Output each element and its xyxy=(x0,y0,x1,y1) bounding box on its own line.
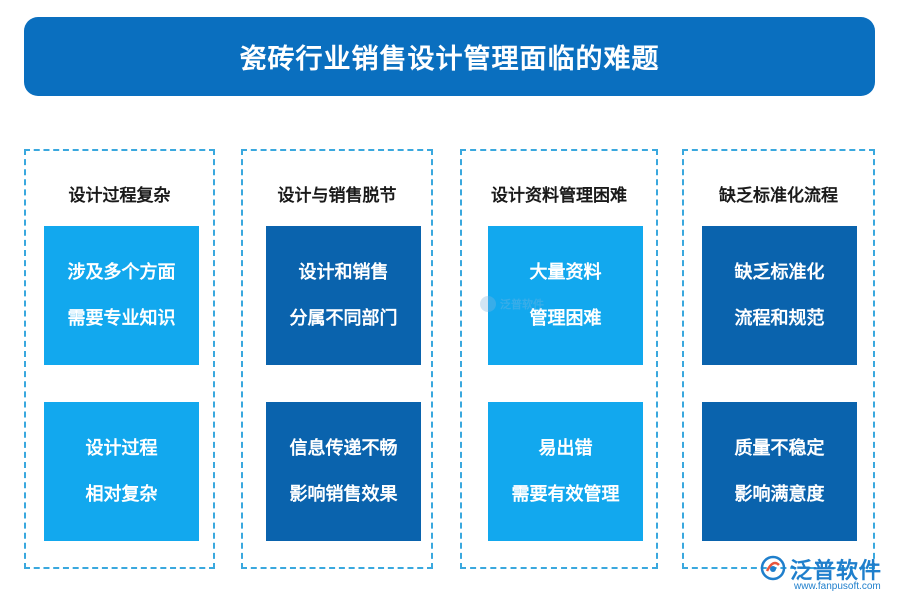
logo-name: 泛普软件 xyxy=(790,559,883,584)
problem-card: 缺乏标准化 流程和规范 xyxy=(702,226,857,365)
problem-card: 易出错 需要有效管理 xyxy=(488,402,643,541)
column-design-sales-gap: 设计与销售脱节 设计和销售 分属不同部门 信息传递不畅 影响销售效果 xyxy=(241,149,433,569)
company-logo: 泛普软件 www.fanpusoft.com xyxy=(760,551,890,595)
fanpu-logo-icon xyxy=(760,555,786,581)
card-line: 分属不同部门 xyxy=(289,307,398,329)
card-line: 相对复杂 xyxy=(85,483,158,505)
problem-card: 大量资料 管理困难 xyxy=(488,226,643,365)
problem-card: 信息传递不畅 影响销售效果 xyxy=(266,402,421,541)
watermark-icon xyxy=(480,296,496,312)
watermark: 泛普软件 xyxy=(480,296,544,312)
page-title: 瓷砖行业销售设计管理面临的难题 xyxy=(239,44,660,75)
card-line: 需要专业知识 xyxy=(67,307,176,329)
column-lack-of-standards: 缺乏标准化流程 缺乏标准化 流程和规范 质量不稳定 影响满意度 xyxy=(682,149,875,569)
card-line: 需要有效管理 xyxy=(511,483,620,505)
card-line: 涉及多个方面 xyxy=(67,261,176,283)
column-title: 缺乏标准化流程 xyxy=(719,186,838,206)
problem-card: 涉及多个方面 需要专业知识 xyxy=(44,226,199,365)
problem-card: 质量不稳定 影响满意度 xyxy=(702,402,857,541)
problem-card: 设计和销售 分属不同部门 xyxy=(266,226,421,365)
card-line: 缺乏标准化 xyxy=(734,261,825,283)
card-line: 易出错 xyxy=(538,437,593,459)
column-title: 设计与销售脱节 xyxy=(277,186,397,206)
card-line: 影响销售效果 xyxy=(289,483,398,505)
column-design-data-management: 设计资料管理困难 大量资料 管理困难 易出错 需要有效管理 xyxy=(460,149,658,569)
card-line: 质量不稳定 xyxy=(734,437,825,459)
title-banner: 瓷砖行业销售设计管理面临的难题 xyxy=(24,17,875,96)
card-line: 信息传递不畅 xyxy=(289,437,398,459)
card-line: 影响满意度 xyxy=(734,483,825,505)
watermark-text: 泛普软件 xyxy=(500,298,544,311)
card-line: 设计和销售 xyxy=(298,261,389,283)
card-line: 管理困难 xyxy=(529,307,602,329)
column-design-complexity: 设计过程复杂 涉及多个方面 需要专业知识 设计过程 相对复杂 xyxy=(24,149,215,569)
logo-url: www.fanpusoft.com xyxy=(794,581,881,592)
card-line: 大量资料 xyxy=(529,261,602,283)
column-title: 设计过程复杂 xyxy=(68,186,171,206)
column-title: 设计资料管理困难 xyxy=(491,186,627,206)
card-line: 流程和规范 xyxy=(734,307,825,329)
card-line: 设计过程 xyxy=(85,437,158,459)
problem-card: 设计过程 相对复杂 xyxy=(44,402,199,541)
